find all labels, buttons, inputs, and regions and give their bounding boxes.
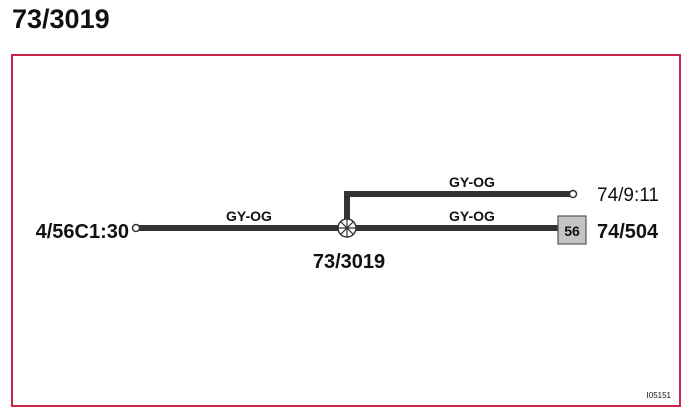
wire-lower-label: GY-OG	[449, 208, 495, 224]
wire-main-label: GY-OG	[226, 208, 272, 224]
upper-terminal-icon	[568, 189, 578, 199]
page-title: 73/3019	[12, 4, 110, 34]
reference-code: I05151	[647, 391, 672, 400]
splice-label: 73/3019	[313, 251, 385, 273]
upper-connector-label: 74/9:11	[597, 185, 659, 206]
left-terminal-icon	[131, 223, 141, 233]
wire-upper-label: GY-OG	[449, 174, 495, 190]
box-pin-label: 56	[564, 223, 580, 239]
connector-box	[557, 215, 587, 245]
diagram-frame	[11, 54, 681, 407]
left-connector-label: 4/56C1:30	[36, 221, 129, 243]
lower-connector-label: 74/504	[597, 221, 659, 243]
wire-upper	[344, 191, 570, 222]
splice-icon	[337, 218, 357, 238]
